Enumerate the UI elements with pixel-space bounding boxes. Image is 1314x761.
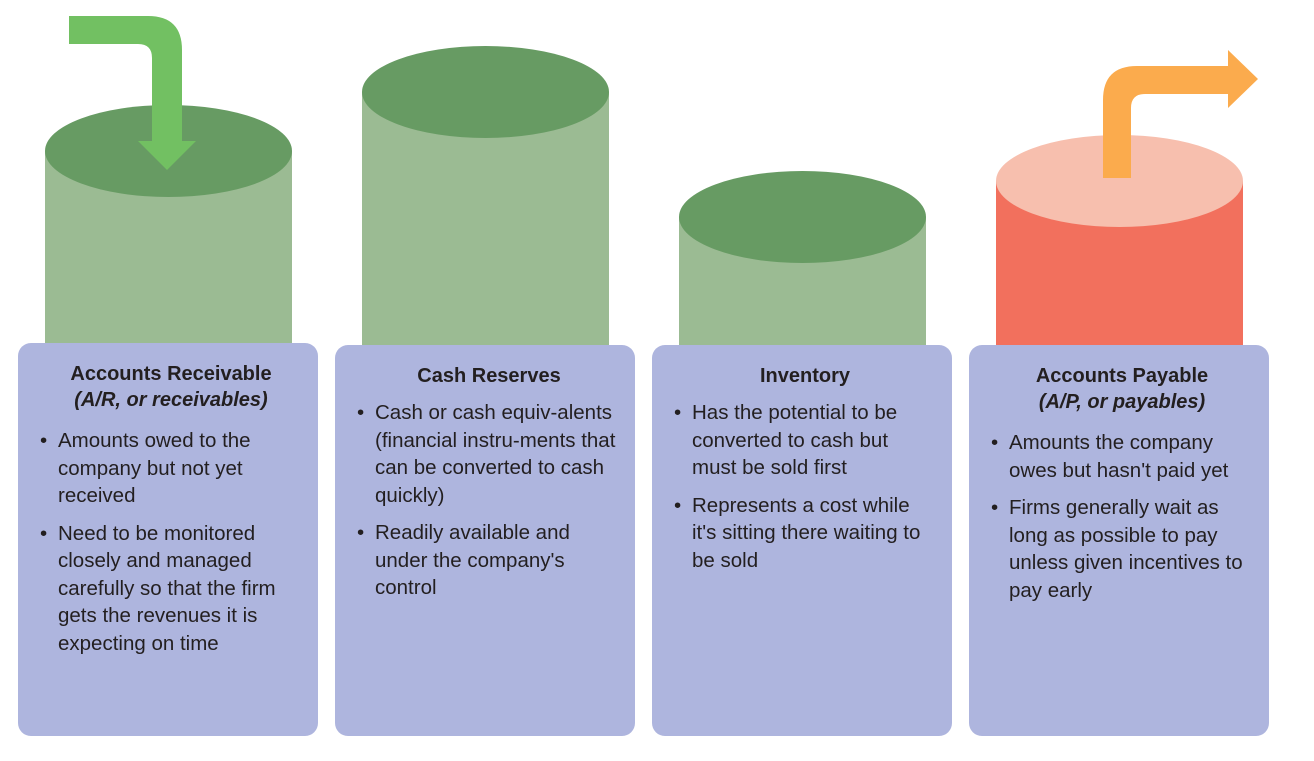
cylinder-top — [996, 135, 1243, 227]
bullet-icon: • — [40, 429, 48, 452]
bullet-text: Has the potential to be converted to cas… — [692, 401, 898, 479]
bullet-text: Firms generally wait as long as possible… — [1009, 496, 1243, 602]
list-item: • Cash or cash equiv-alents (financial in… — [357, 399, 621, 509]
bullet-icon: • — [357, 401, 365, 424]
bullet-icon: • — [40, 521, 48, 545]
bullet-text: Cash or cash equiv-alents (financial ins… — [375, 401, 616, 507]
bullet-text: Amounts the company owes but hasn't paid… — [1009, 431, 1229, 482]
list-item: • Has the potential to be converted to ca… — [674, 399, 936, 482]
bullet-text: Represents a cost while it's sitting the… — [692, 493, 921, 572]
arrow-down-icon — [69, 16, 196, 170]
cylinder-cash-reserves — [362, 46, 609, 352]
bullet-icon: • — [991, 496, 999, 519]
card-accounts-payable: Accounts Payable (A/P, or payables) • Amo… — [969, 345, 1269, 736]
cylinder-inventory — [679, 171, 926, 352]
bullet-icon: • — [674, 401, 682, 424]
card-title: Accounts Receivable — [70, 363, 272, 385]
bullet-icon: • — [674, 493, 682, 517]
bullet-text: Readily available and under the company'… — [375, 521, 570, 599]
list-item: • Need to be monitored closely and manage… — [40, 520, 302, 658]
cylinder-accounts-payable — [996, 135, 1243, 352]
cylinder-top — [362, 46, 609, 138]
list-item: • Represents a cost while it's sitting th… — [674, 492, 936, 575]
card-inventory: Inventory • Has the potential to be conve… — [652, 345, 952, 736]
card-title: Inventory — [759, 365, 851, 387]
bullet-list: • Amounts owed to the company but not yet… — [40, 427, 302, 657]
cylinder-top — [679, 171, 926, 263]
card-subtitle: (A/P, or payables) — [1038, 391, 1206, 413]
bullet-icon: • — [991, 431, 999, 454]
list-item: • Firms generally wait as long as possibl… — [991, 494, 1253, 604]
bullet-list: • Cash or cash equiv-alents (financial in… — [357, 399, 621, 602]
list-item: • Amounts the company owes but hasn't pai… — [991, 429, 1253, 484]
card-title: Cash Reserves — [417, 365, 561, 387]
card-title: Accounts Payable — [1035, 365, 1209, 387]
bullet-text: Need to be monitored closely and managed… — [58, 521, 276, 655]
bullet-list: • Amounts the company owes but hasn't pai… — [991, 429, 1253, 604]
arrow-right-icon — [1103, 50, 1258, 178]
list-item: • Readily available and under the company… — [357, 519, 621, 602]
bullet-text: Amounts owed to the company but not yet … — [58, 429, 251, 507]
bullet-icon: • — [357, 521, 365, 544]
card-subtitle: (A/R, or receivables) — [74, 389, 268, 411]
card-accounts-receivable: Accounts Receivable (A/R, or receivables… — [18, 343, 318, 736]
card-cash-reserves: Cash Reserves • Cash or cash equiv-alents… — [335, 345, 635, 736]
bullet-list: • Has the potential to be converted to ca… — [674, 399, 936, 574]
list-item: • Amounts owed to the company but not yet… — [40, 427, 302, 510]
